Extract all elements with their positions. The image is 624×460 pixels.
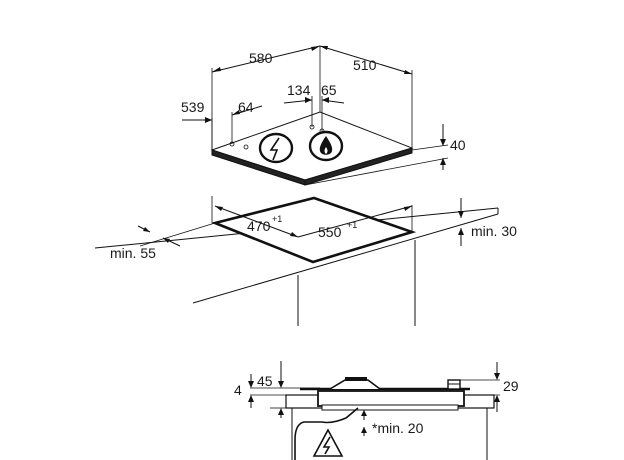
left-dim-b-label: 45 — [257, 373, 273, 389]
dim-539-64: 539 64 — [181, 99, 263, 150]
section-view: *min. 20 4 45 29 — [234, 361, 519, 460]
dim-580: 580 — [211, 45, 321, 150]
knob-spacing-a-label: 134 — [287, 82, 311, 98]
hob-height-label: 40 — [450, 137, 466, 153]
knob-spacing-b-label: 65 — [321, 82, 337, 98]
hob-thickness-right — [304, 147, 413, 186]
burner-cap — [345, 377, 367, 381]
gas-burner-icon — [308, 130, 344, 162]
dim-470: 470 +1 — [214, 205, 299, 238]
electrical-hazard-icon — [312, 428, 344, 457]
cutout-depth-label: 470 — [247, 218, 271, 234]
burner-section — [329, 379, 381, 390]
knob-offset-label: 64 — [238, 99, 254, 115]
dim-134-65: 134 65 — [283, 82, 345, 131]
worktop-front-edge — [192, 213, 499, 304]
worktop-cutout: 470 +1 550 +1 min. 55 min. 30 — [94, 196, 517, 326]
dim-4-45: 4 45 — [234, 361, 320, 418]
cutout-width-tolerance: +1 — [347, 220, 357, 230]
hob-depth-label: 510 — [353, 57, 377, 73]
front-clearance-label: min. 55 — [110, 245, 156, 261]
cutout-width-label: 550 — [318, 224, 342, 240]
dim-min-20: *min. 20 — [361, 410, 424, 436]
dim-510: 510 — [319, 45, 413, 148]
dim-29: 29 — [460, 362, 519, 412]
knob-marker-left-2 — [243, 144, 249, 150]
hob-perspective: 580 510 539 64 1 — [181, 45, 466, 186]
cutout-depth-tolerance: +1 — [272, 214, 282, 224]
wall-clearance-label: min. 30 — [471, 223, 517, 239]
dim-min-30: min. 30 — [458, 198, 517, 246]
left-dim-a-label: 4 — [234, 382, 242, 398]
electric-zone-icon — [258, 132, 294, 164]
dim-min-55: min. 55 — [110, 222, 216, 261]
dim-550: 550 +1 — [297, 205, 413, 240]
hob-body-section — [317, 390, 465, 407]
cable — [294, 407, 359, 460]
dim-40: 40 — [304, 124, 466, 186]
hob-width-label: 580 — [249, 50, 273, 66]
cutout-opening — [210, 196, 417, 264]
hob-base-section — [321, 404, 459, 411]
right-dim-label: 29 — [503, 378, 519, 394]
right-offset-label: 539 — [181, 99, 205, 115]
cable-clearance-label: *min. 20 — [372, 420, 424, 436]
